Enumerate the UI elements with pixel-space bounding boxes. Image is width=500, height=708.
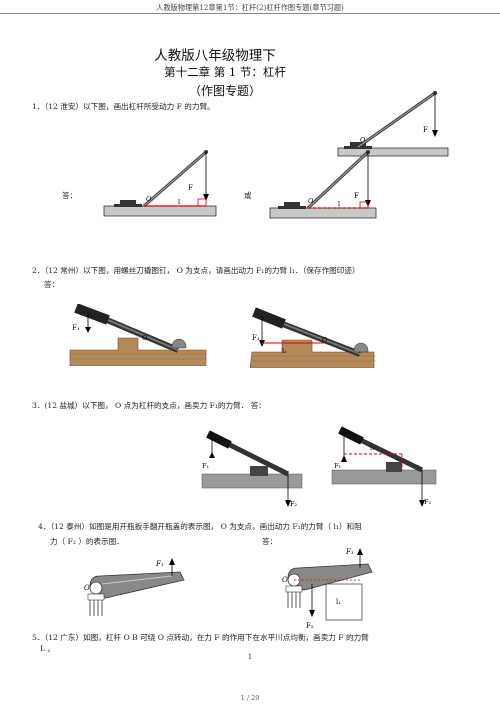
q1-original-figure: F O [337, 91, 449, 157]
q1-orig-f-label: F [423, 126, 428, 134]
q1-answer-figure-1: F O l [103, 150, 217, 217]
q4-orig-o-label: O [84, 584, 90, 592]
q1-ans2-o-label: O [308, 197, 314, 205]
q1-ans1-f-label: F [188, 184, 193, 192]
chapter-heading: 第十二章 第 1 节：杠杆 [164, 65, 286, 79]
q4-original-figure: F₁ O [84, 558, 185, 616]
page-number-center: 1 [247, 653, 253, 661]
q1-or-label: 或 [244, 191, 252, 200]
question-4-text-line1: 4．（12 泰州）如图是用开瓶扳手翻开瓶盖的表示图， O 为支点，画出动力 F₁… [38, 522, 362, 531]
question-4-text-line2: 力（ F₂ ）的表示图． [50, 537, 124, 546]
q4-ans-o-label: O [282, 576, 288, 584]
q4-answer-figure: F₁ O l₁ F₂ [282, 548, 373, 630]
q1-answer-figure-2: F O l [269, 150, 377, 219]
q3-ans-l1-label: l₁ [370, 444, 375, 452]
q2-ans-l1-label: l₁ [282, 347, 287, 355]
q2-original-figure: F₁ O [69, 304, 207, 366]
q1-ans1-l-label: l [178, 198, 180, 206]
topic-heading: （作图专题） [188, 84, 261, 98]
q3-original-figure: F₁ F₂ [201, 430, 303, 508]
q3-ans-f2-label: F₂ [424, 498, 432, 506]
q4-ans-f2-label: F₂ [306, 622, 314, 630]
page-count: 1 / 29 [240, 694, 260, 702]
q2-ans-o-label: O [322, 336, 327, 344]
q2-answer-figure: F₁ O l₁ [250, 307, 376, 368]
question-3-text: 3．(12 盐城）以下图， O 点为杠杆的支点，画卖力 F₁的力臂． 答： [32, 401, 266, 410]
q4-answer-label: 答： [262, 537, 278, 546]
q2-orig-o-label: O [142, 334, 147, 342]
q3-orig-f1-label: F₁ [202, 462, 210, 470]
question-2-text: 2．（12 常州）以下图，用螺丝刀撬图钉， O 为支点，请画出动力 F₁的力臂 … [32, 266, 360, 275]
q2-orig-f1-label: F₁ [72, 324, 80, 332]
document-title: 人教版八年级物理下 [154, 48, 276, 64]
q1-orig-o-label: O [360, 136, 366, 144]
q2-ans-f1-label: F₁ [252, 334, 260, 342]
q1-ans2-l-label: l [338, 200, 340, 208]
q3-answer-figure: F₁ l₁ F₂ [331, 426, 437, 507]
q3-ans-f1-label: F₁ [334, 462, 342, 470]
q4-orig-f1-label: F₁ [155, 560, 164, 568]
q4-ans-f1-label: F₁ [345, 548, 354, 556]
header-divider [0, 13, 500, 14]
question-5-text-line2: L 。 [40, 644, 56, 653]
question-1-text: 1．（12 淮安）以下图，画出杠杆所受动力 F 的力臂。 [32, 102, 215, 111]
q3-orig-f2-label: F₂ [290, 500, 298, 508]
question-5-text-line1: 5．（12 广东）如图，杠杆 O B 可绕 O 点转动，在力 F 的作用下在水平… [32, 633, 369, 642]
q1-ans1-o-label: O [146, 195, 152, 203]
q1-answer-label: 答： [62, 191, 78, 200]
q2-answer-label: 答： [44, 280, 60, 289]
q1-ans2-f-label: F [354, 192, 359, 200]
q4-ans-l1-label: l₁ [336, 598, 341, 606]
document-header: 人教版物理第12章第1节：杠杆(2)杠杆作图专题(章节习题) [156, 3, 344, 12]
